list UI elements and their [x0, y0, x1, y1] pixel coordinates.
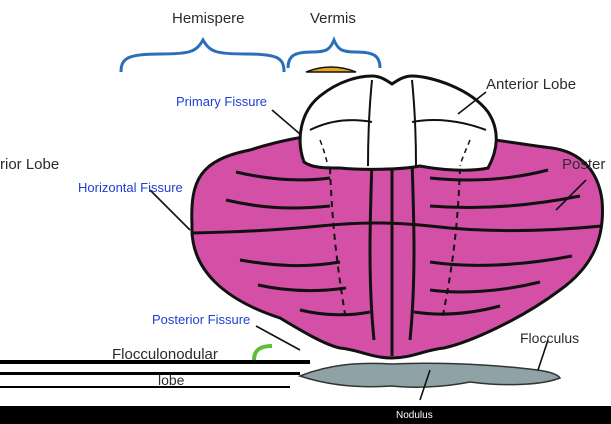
posterior-fissure-label: Posterior Fissure [152, 312, 250, 327]
nodulus-label: Nodulus [396, 410, 433, 421]
vermis-bracket [288, 40, 380, 68]
flocculus-nodulus [300, 363, 560, 387]
scan-artifact-bar [0, 406, 611, 424]
horizontal-fissure-label: Horizontal Fissure [78, 180, 183, 195]
left-lobe-label: rior Lobe [0, 156, 59, 173]
flocculus-green-mark [254, 346, 272, 360]
flocculus-label: Flocculus [520, 330, 579, 346]
hemisphere-label: Hemispere [172, 10, 245, 27]
primary-fissure-leader [272, 110, 300, 134]
scan-artifact-bar [0, 372, 300, 375]
anterior-lobe-label: Anterior Lobe [486, 76, 576, 93]
lobe-label: lobe [158, 372, 184, 388]
posterior-lobe-label: Poster [562, 156, 605, 173]
flocculonodular-label: Flocculonodular [112, 346, 218, 363]
scan-artifact-bar [0, 386, 290, 388]
primary-fissure-label: Primary Fissure [176, 94, 267, 109]
hemisphere-bracket [121, 40, 284, 72]
vermis-label: Vermis [310, 10, 356, 27]
horizontal-fissure-leader [150, 190, 190, 230]
vermis-top-accent [306, 67, 356, 72]
